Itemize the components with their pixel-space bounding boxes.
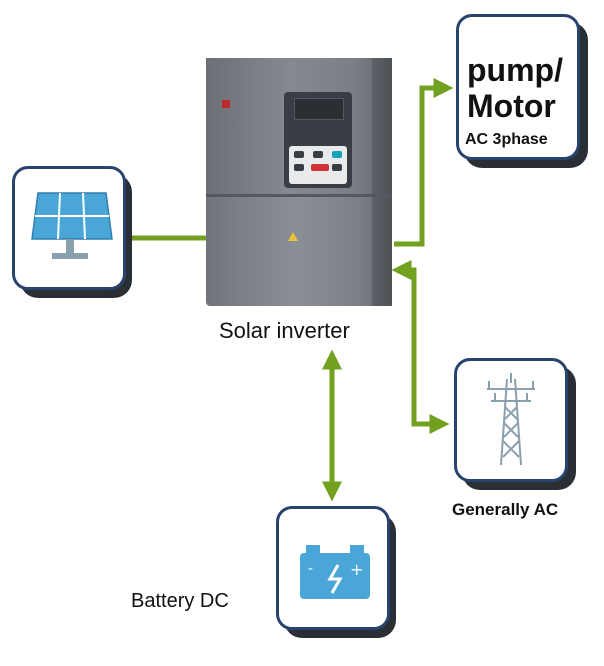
- motor-label-line1: pump/: [467, 52, 563, 88]
- inverter-label: Solar inverter: [219, 318, 350, 343]
- grid-label: Generally AC: [452, 500, 559, 519]
- battery-card: - +: [276, 506, 390, 630]
- motor-label-sub: AC 3phase: [465, 131, 548, 148]
- grid-card: [454, 358, 568, 482]
- arrow-inverter-to-grid: [391, 260, 450, 434]
- battery-icon: - +: [300, 545, 370, 599]
- motor-card: pump/ Motor AC 3phase: [456, 14, 580, 160]
- warning-icon: [288, 232, 298, 241]
- motor-label-line2: Motor: [467, 88, 556, 124]
- battery-label: Battery DC: [131, 590, 229, 612]
- inverter-keypad: [289, 146, 347, 184]
- solar-panel-icon: [31, 192, 113, 259]
- solar-panel-card: [12, 166, 126, 290]
- arrow-inverter-to-motor: [394, 78, 454, 247]
- transmission-tower-icon: [487, 373, 535, 466]
- inverter-display: [294, 98, 344, 120]
- svg-text:+: +: [350, 560, 363, 579]
- svg-text:-: -: [308, 561, 313, 577]
- inverter-logo: [222, 100, 230, 108]
